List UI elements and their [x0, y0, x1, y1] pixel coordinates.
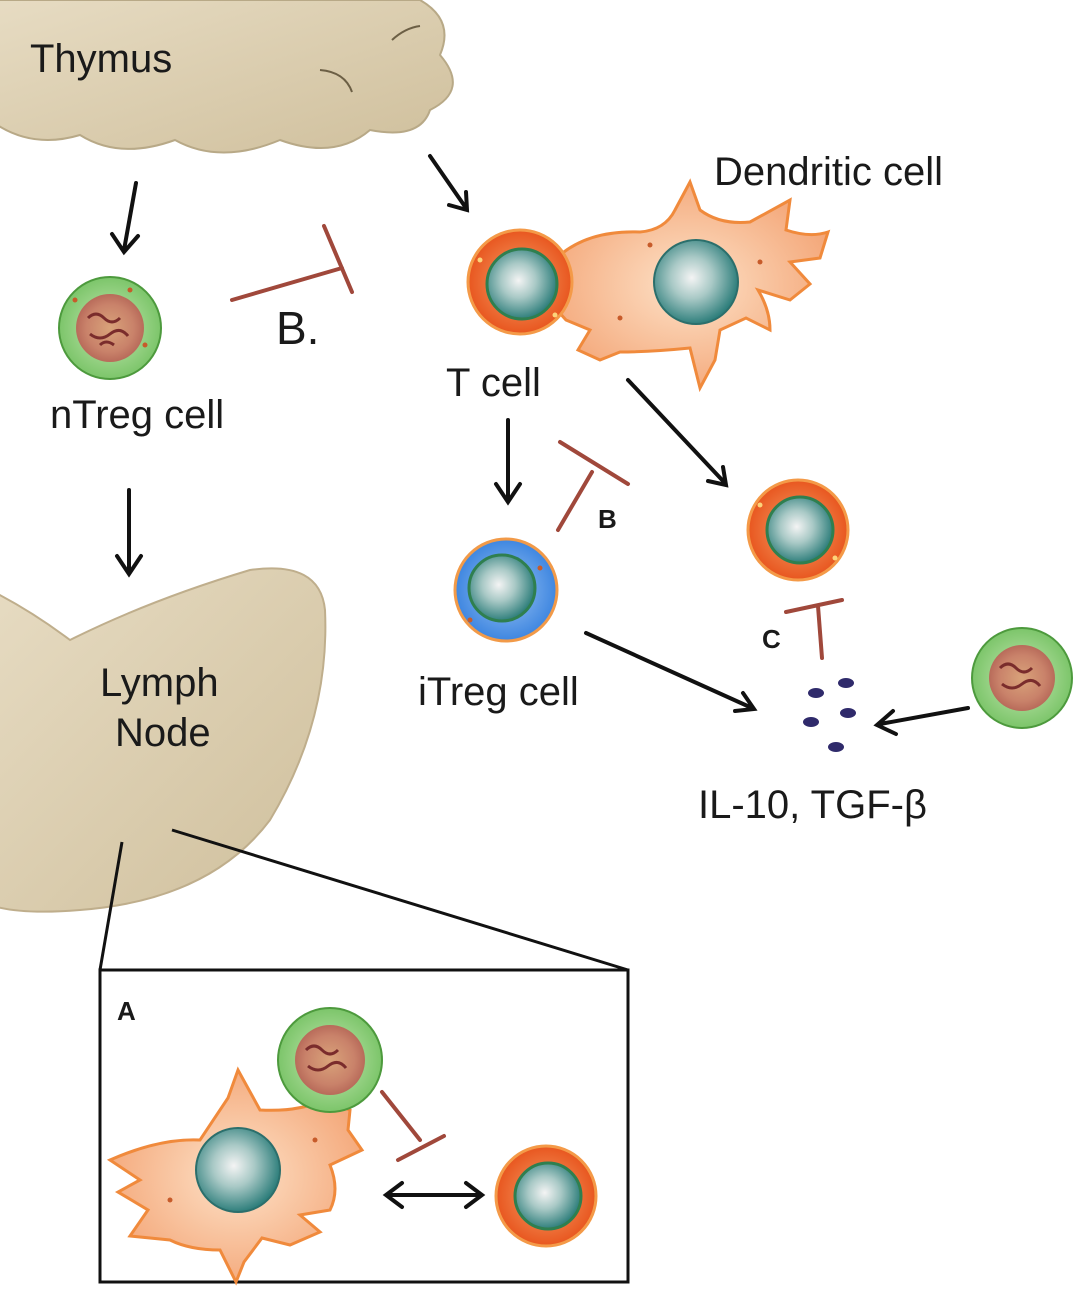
t-cell-label: T cell — [446, 361, 541, 405]
arrow-ntreg-to-lymph — [115, 488, 143, 578]
inhibition-ntreg-tcell — [230, 224, 354, 302]
itreg-label: iTreg cell — [418, 670, 579, 714]
arrow-tcell-to-effector — [626, 378, 729, 488]
mark-b-large: B. — [276, 302, 319, 354]
t-cell — [466, 228, 574, 336]
cytokine-label: IL-10, TGF-β — [698, 783, 927, 827]
mark-b-small: B — [598, 504, 617, 534]
thymus-lobe-line — [391, 25, 421, 41]
treg-cell-right — [971, 627, 1073, 729]
zoom-line — [171, 828, 629, 972]
inhibition-inset-treg — [380, 1090, 446, 1162]
cytokine-dots — [803, 678, 856, 752]
arrow-thymus-to-ntreg — [110, 181, 140, 256]
lymph-node-shape — [0, 567, 327, 913]
thymus-shape — [0, 0, 454, 154]
arrow-thymus-to-tcell — [428, 154, 470, 213]
inhibition-cytokine-effector — [784, 598, 844, 660]
inhibition-markers — [230, 224, 844, 1162]
mark-c: C — [762, 624, 781, 654]
ntreg-label: nTreg cell — [50, 393, 224, 437]
inset-treg-cell — [277, 1007, 383, 1113]
lymph-node-label-line1: Lymph — [100, 661, 219, 705]
itreg-cell — [453, 537, 559, 643]
inset-mark-a: A — [117, 996, 136, 1026]
inhibition-itreg-tcell — [556, 440, 630, 532]
dendritic-cell-label: Dendritic cell — [714, 150, 943, 194]
inset-t-cell — [494, 1144, 598, 1248]
effector-t-cell — [746, 478, 850, 582]
lymph-node-label-line2: Node — [115, 711, 211, 755]
arrow-treg-to-cytokines — [873, 706, 970, 736]
zoom-line — [98, 841, 124, 971]
arrow-tcell-to-itreg — [494, 418, 522, 506]
arrows — [110, 154, 970, 1209]
arrow-dc-tcell-bidirectional — [382, 1181, 486, 1209]
dendritic-cell — [545, 178, 831, 393]
thymus-label: Thymus — [30, 37, 172, 81]
arrow-itreg-to-cytokines — [584, 631, 758, 713]
inset-dendritic-cell — [106, 1066, 365, 1286]
ntreg-cell — [58, 276, 162, 380]
thymus-lobe-line — [319, 69, 353, 93]
